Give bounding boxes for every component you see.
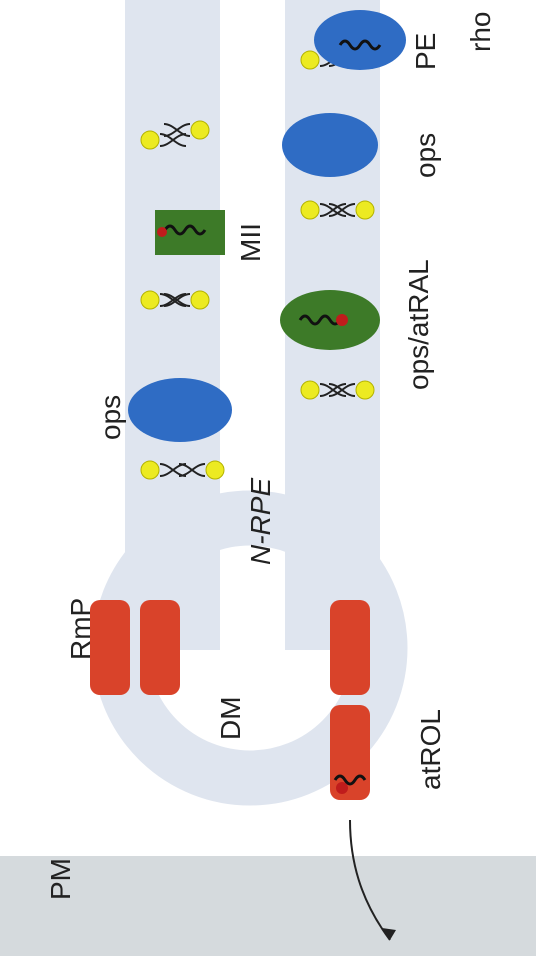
- label-ops-top: ops: [410, 133, 441, 178]
- rhodopsin-shape: [314, 10, 406, 70]
- opsin-shape-lower: [282, 113, 378, 177]
- label-mii: MII: [235, 223, 266, 262]
- plasma-membrane: [0, 856, 536, 956]
- rmp-transporter-bottom-left: [330, 600, 370, 695]
- rmp-transporter-bottom-right: [330, 705, 370, 800]
- label-dm: DM: [215, 696, 246, 740]
- mii-retinal-head: [157, 227, 167, 237]
- rmp-transporter-top-left: [90, 600, 130, 695]
- label-rho: rho: [465, 12, 496, 52]
- label-n-rpe: N-RPE: [245, 478, 276, 565]
- rmp-transporter-top-right: [140, 600, 180, 695]
- opsin-shape-upper: [128, 378, 232, 442]
- label-pm: PM: [45, 858, 76, 900]
- opsin-atral-head: [336, 314, 348, 326]
- label-ops-bottom: ops: [95, 395, 126, 440]
- label-ops-atral: ops/atRAL: [403, 259, 434, 390]
- label-pe: PE: [410, 33, 441, 70]
- disc-membrane-upper: [125, 0, 220, 650]
- label-rmp: RmP: [65, 598, 96, 660]
- atrol-head: [336, 782, 348, 794]
- label-atrol: atROL: [415, 709, 446, 790]
